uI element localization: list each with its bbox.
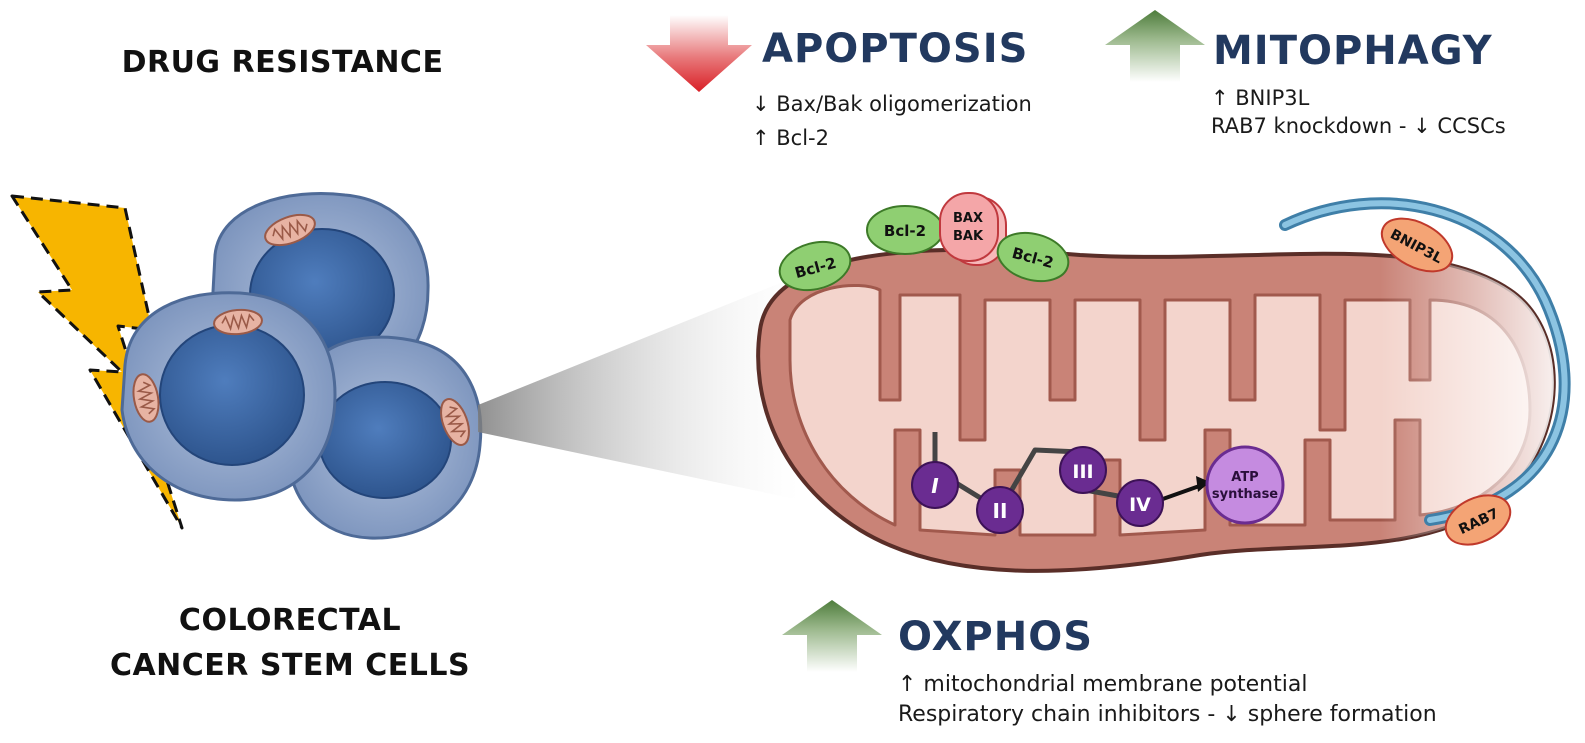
bcl2-label: Bcl-2 [884,222,926,240]
mitophagy-line2: RAB7 knockdown - ↓ CCSCs [1211,114,1506,138]
electron-transport-chain: I II III IV ATP synthase [911,432,1285,534]
complex-i: I [911,461,959,509]
drug-resistance-label: DRUG RESISTANCE [121,45,444,80]
stem-cell-cluster [120,191,483,540]
bcl2-protein-3: Bcl-2 [996,231,1070,283]
mitophagy-title: MITOPHAGY [1213,28,1493,74]
atp-synthase: ATP synthase [1205,445,1285,525]
synthase-label: synthase [1212,487,1278,502]
complex-ii: II [976,486,1024,534]
apoptosis-down-arrow-icon [646,15,752,92]
mitochondrion-icon [132,373,160,423]
arrow-icon [1196,476,1210,492]
apoptosis-line1: ↓ Bax/Bak oligomerization [752,92,1032,116]
complex-ii-label: II [993,499,1008,523]
stem-cell-front [120,291,337,502]
complex-iv-label: IV [1129,494,1151,516]
mitochondrion-icon [264,213,316,247]
atp-label: ATP [1231,470,1258,485]
nucleus [159,324,305,466]
zoom-cone [478,275,800,500]
complex-i-label: I [931,474,939,498]
complex-iv: IV [1116,479,1164,527]
mitochondrion-icon [213,308,263,336]
oxphos-title: OXPHOS [898,614,1094,660]
cells-label-line1: COLORECTAL [178,603,402,638]
oxphos-up-arrow-icon [782,600,882,672]
left-panel [10,191,483,540]
bax-bak-complex: BAX BAK [939,192,1007,266]
complex-iii-label: III [1072,461,1093,483]
bax-label: BAX [953,211,983,226]
apoptosis-line2: ↑ Bcl-2 [752,126,829,150]
oxphos-line1: ↑ mitochondrial membrane potential [898,672,1308,697]
bcl2-protein-2: Bcl-2 [866,205,944,255]
oxphos-line2: Respiratory chain inhibitors - ↓ sphere … [898,702,1437,727]
mitochondrion-icon [440,398,470,446]
rab7-protein: RAB7 [1444,494,1512,546]
bak-label: BAK [953,229,984,244]
complex-iii: III [1059,446,1107,494]
apoptosis-title: APOPTOSIS [762,26,1029,72]
mitophagy-line1: ↑ BNIP3L [1211,86,1310,110]
mitophagy-up-arrow-icon [1105,10,1205,82]
bcl2-protein-1: Bcl-2 [778,240,852,292]
mitochondrion-diagram: I II III IV ATP synthase Bcl-2 [756,192,1571,573]
nucleus [318,381,452,499]
cells-label-line2: CANCER STEM CELLS [109,648,471,683]
